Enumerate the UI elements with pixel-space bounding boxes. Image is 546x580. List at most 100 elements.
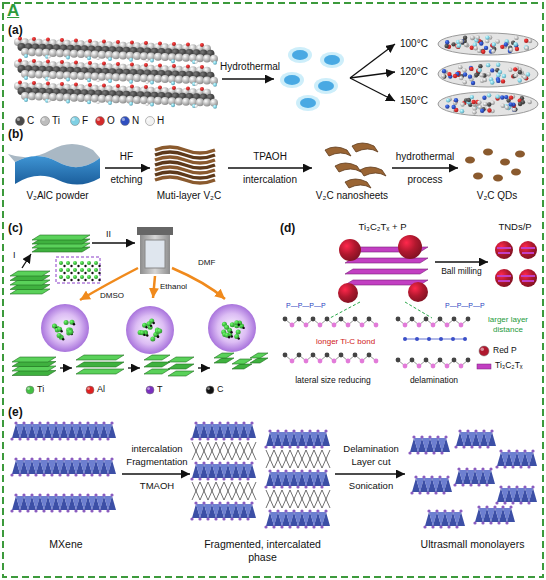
atom (80, 275, 84, 279)
lattice-part (304, 323, 309, 328)
mxene-stack-part (66, 437, 69, 440)
atom (77, 50, 85, 58)
atom (515, 47, 519, 51)
monolayers-part (457, 467, 460, 470)
legend-swatch (41, 117, 50, 126)
quantum-dot-glow (314, 78, 338, 94)
mxene-stack-part (98, 509, 101, 512)
atom (91, 272, 93, 274)
intercalated-stack-part (288, 525, 291, 528)
mxene-stack-part (22, 421, 25, 424)
lattice-part (424, 317, 429, 322)
atom (69, 320, 74, 325)
mxene-stack-part (90, 437, 93, 440)
intercalated-stack-part (276, 509, 279, 512)
intercalated-stack-part (312, 445, 315, 448)
nanosheet (352, 143, 378, 152)
mxene-stack-part (86, 493, 89, 496)
intercalated-stack-part (234, 421, 237, 424)
atom (56, 71, 64, 79)
mxene-stack-part (42, 509, 45, 512)
arrow (22, 254, 31, 268)
mxene-stack-part (30, 457, 33, 460)
intercalated-stack-part (226, 501, 229, 504)
nanodot (495, 269, 513, 287)
atom (46, 60, 50, 64)
nanodot-sheet (497, 248, 511, 253)
intercalated-stack-part (226, 421, 229, 424)
monolayers-part (511, 501, 514, 504)
product-cluster: TNDs/P (488, 221, 542, 303)
monolayers-part (493, 505, 496, 508)
lattice-part (445, 364, 450, 369)
quantum-dot (473, 173, 483, 180)
mxene-stack-part (18, 437, 21, 440)
mxene-stack-part (14, 457, 17, 460)
atom (213, 83, 217, 87)
monolayers-part (453, 483, 456, 486)
atom (77, 94, 85, 102)
small-piece-part (214, 353, 234, 358)
intercalated-stack-part (264, 525, 267, 528)
material-step: V₂C nanosheets (312, 140, 392, 206)
atom (63, 265, 65, 267)
atom (129, 80, 133, 84)
monolayers-part (458, 429, 461, 432)
swatch-highlight (481, 348, 485, 352)
dashed-frame (3, 3, 543, 577)
atom (487, 108, 491, 112)
atom (35, 93, 43, 101)
lattice-part (403, 364, 408, 369)
red-phosphorus (398, 235, 422, 259)
atom (505, 105, 509, 109)
atom (514, 36, 518, 40)
atom (501, 104, 505, 108)
mxene-stack-part (54, 421, 57, 424)
lattice-part (304, 359, 309, 364)
atom (91, 279, 93, 281)
atom (157, 329, 162, 334)
atom (464, 43, 468, 47)
mxene-stack-part (38, 493, 41, 496)
atom (70, 272, 72, 274)
process-arrow (122, 473, 190, 474)
intercalated-stack-part (280, 445, 283, 448)
broken-stack-part (168, 357, 194, 362)
max-phase-stack (10, 271, 50, 294)
broken-stack-part (144, 355, 170, 360)
expanded-stack (76, 355, 124, 374)
atom (133, 96, 141, 104)
monolayers-part (459, 509, 462, 512)
intercalated-stack-part (264, 445, 267, 448)
atom (524, 45, 528, 49)
monolayers-part (529, 452, 537, 466)
lattice-part (318, 359, 323, 364)
legend-label: Red P (493, 345, 517, 355)
mxene-stack-part (86, 457, 89, 460)
atom (186, 43, 190, 47)
monolayers-part (477, 483, 480, 486)
autoclave-lid (137, 227, 173, 235)
atom (518, 70, 522, 74)
monolayers-part (495, 465, 498, 468)
caption: Ultrasmall monolayers (405, 538, 540, 551)
intercalated-stack-part (292, 509, 295, 512)
atom (150, 59, 154, 63)
intercalated-stack-part (214, 477, 217, 480)
atom (471, 100, 475, 104)
atom (403, 337, 407, 341)
atom (49, 49, 57, 57)
intercalated-stack-part (230, 477, 233, 480)
atom (459, 76, 463, 80)
atom (18, 59, 22, 63)
atom (203, 99, 211, 107)
lattice-part (410, 358, 415, 363)
swatch-highlight (147, 387, 150, 390)
mxene-stack-part (10, 509, 13, 512)
atom (129, 58, 133, 62)
atom (463, 35, 467, 39)
atom (172, 64, 176, 68)
process-label: intercalation (228, 174, 312, 186)
broken-stack (168, 357, 194, 376)
intercalated-stack-part (230, 517, 233, 520)
